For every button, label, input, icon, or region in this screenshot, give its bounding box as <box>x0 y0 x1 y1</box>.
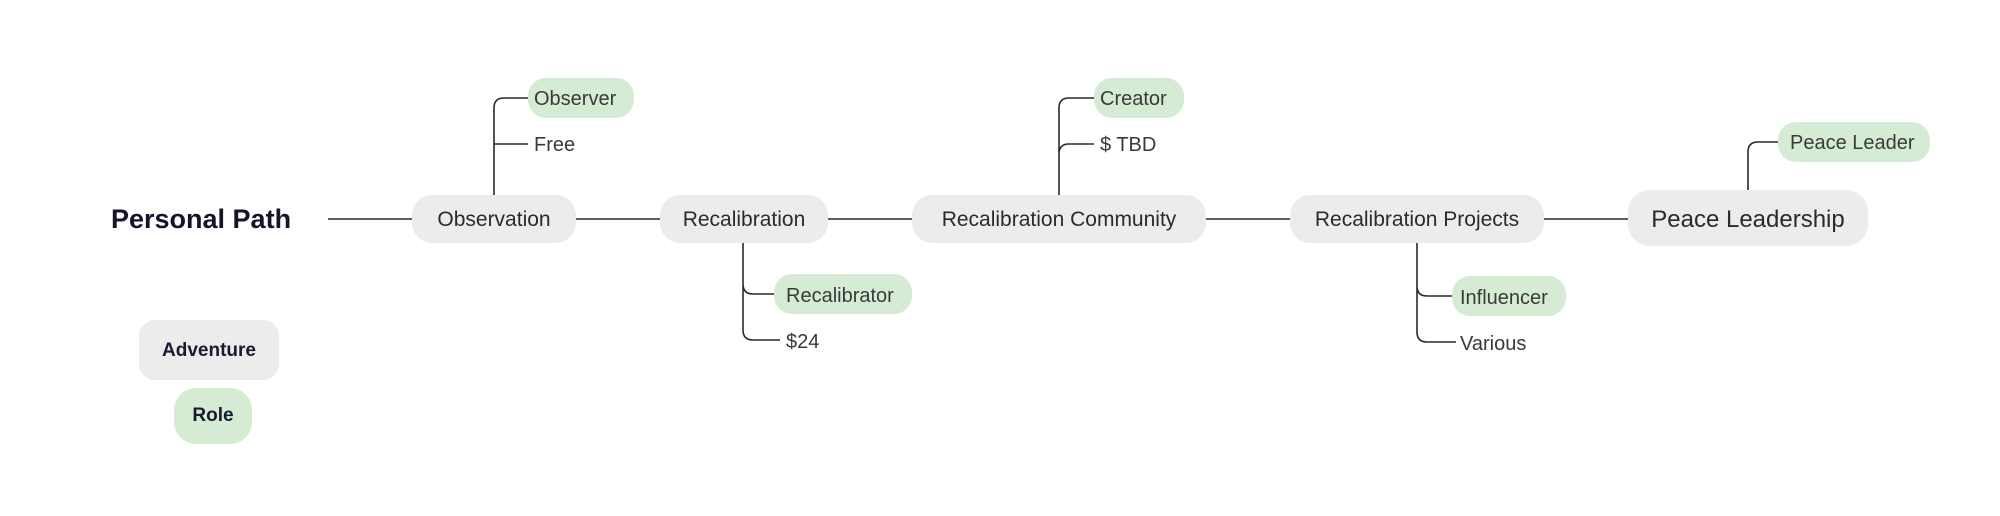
branch-community-up <box>1058 97 1094 197</box>
cost-label-recalibration: $24 <box>786 331 819 353</box>
role-label-influencer: Influencer <box>1460 287 1548 309</box>
stage-recalibration: Recalibration Recalibrator $24 <box>660 195 912 353</box>
stage-peace-leadership: Peace Leadership Peace Leader <box>1628 122 1930 246</box>
branch-observation-up <box>493 97 528 197</box>
cost-label-observation: Free <box>534 134 575 156</box>
adventure-label-peace-leadership: Peace Leadership <box>1651 206 1844 233</box>
adventure-label-recalibration-projects: Recalibration Projects <box>1315 208 1519 231</box>
role-pill-creator <box>1094 78 1184 118</box>
legend-role-swatch <box>174 388 252 444</box>
cost-label-recalibration-projects: Various <box>1460 333 1526 355</box>
legend-role-label: Role <box>192 405 233 426</box>
legend: Adventure Role <box>139 320 279 444</box>
role-label-observer: Observer <box>534 88 617 110</box>
adventure-label-observation: Observation <box>437 208 550 231</box>
adventure-label-recalibration-community: Recalibration Community <box>942 208 1177 231</box>
legend-adventure-swatch <box>139 320 279 380</box>
role-label-creator: Creator <box>1100 88 1167 110</box>
role-label-peace-leader: Peace Leader <box>1790 132 1915 154</box>
adventure-pill-peace-leadership <box>1628 190 1868 246</box>
role-label-recalibrator: Recalibrator <box>786 285 894 307</box>
role-pill-observer <box>528 78 634 118</box>
role-pill-peace-leader <box>1778 122 1930 162</box>
role-pill-influencer <box>1452 276 1566 316</box>
cost-label-recalibration-community: $ TBD <box>1100 134 1156 156</box>
branch-leadership-up <box>1747 141 1784 190</box>
branch-projects-down <box>1416 241 1456 343</box>
stage-recalibration-projects: Recalibration Projects Influencer Variou… <box>1290 195 1566 355</box>
adventure-pill-recalibration-projects <box>1290 195 1544 243</box>
diagram-title: Personal Path <box>111 204 291 234</box>
adventure-pill-observation <box>412 195 576 243</box>
branch-recalibration-down <box>742 241 780 341</box>
branch-connectors <box>493 97 1784 343</box>
adventure-pill-recalibration <box>660 195 828 243</box>
stage-recalibration-community: Recalibration Community Creator $ TBD <box>912 78 1206 243</box>
adventure-label-recalibration: Recalibration <box>683 208 806 231</box>
adventure-pill-recalibration-community <box>912 195 1206 243</box>
legend-adventure-label: Adventure <box>162 340 256 361</box>
stage-observation: Observation Observer Free <box>412 78 634 243</box>
role-pill-recalibrator <box>774 274 912 314</box>
